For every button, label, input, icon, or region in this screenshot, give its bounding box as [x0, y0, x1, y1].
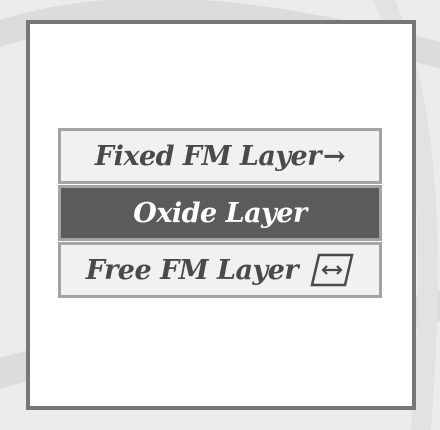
free-fm-layer-label: Free FM Layer [85, 254, 299, 286]
fixed-fm-layer-label: Fixed FM Layer [94, 140, 322, 172]
oxide-layer: Oxide Layer [58, 185, 382, 241]
right-arrow-icon: → [322, 140, 346, 172]
free-fm-layer: Free FM Layer [58, 242, 382, 298]
diagram-frame: Fixed FM Layer → Oxide Layer Free FM Lay… [26, 20, 416, 410]
fixed-fm-layer: Fixed FM Layer → [58, 128, 382, 184]
bidirectional-arrow-parallelogram-icon [310, 253, 354, 287]
mtj-layer-stack: Fixed FM Layer → Oxide Layer Free FM Lay… [58, 128, 382, 298]
oxide-layer-label: Oxide Layer [133, 197, 307, 229]
